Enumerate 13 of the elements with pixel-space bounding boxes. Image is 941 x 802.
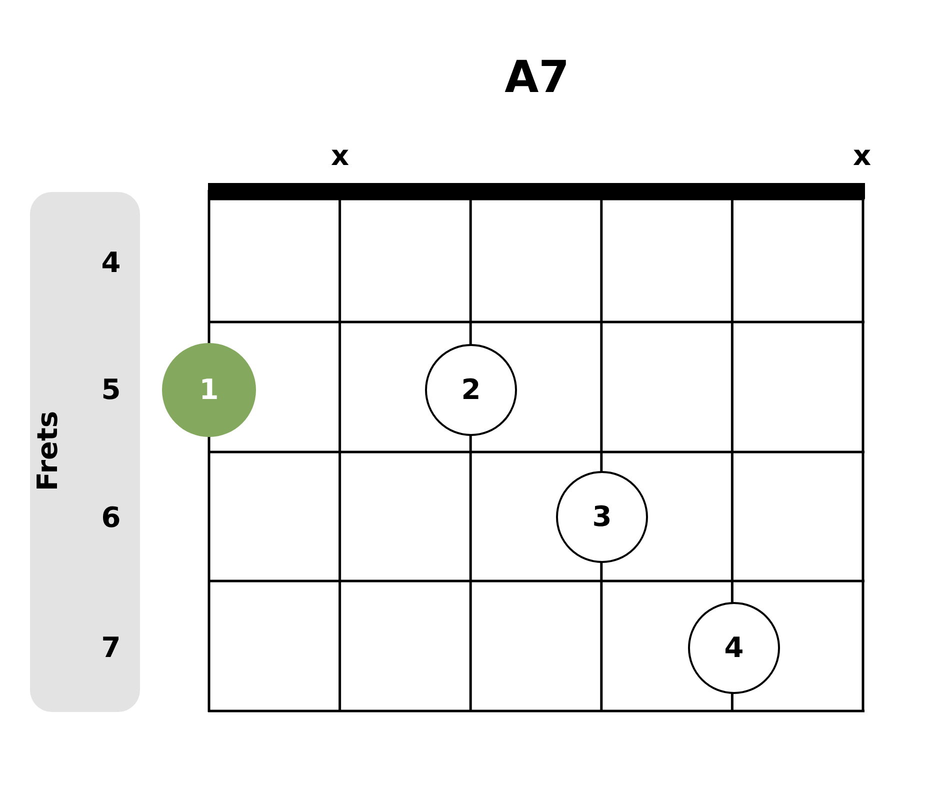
- finger-number: 3: [592, 503, 612, 531]
- muted-string-mark: x: [330, 140, 350, 172]
- axis-label: Frets: [31, 410, 65, 494]
- frets-panel: [30, 192, 140, 712]
- fret-number: 6: [100, 504, 122, 532]
- finger-number: 4: [724, 634, 744, 662]
- fret-number: 4: [100, 249, 122, 277]
- chord-title: A7: [504, 51, 570, 105]
- finger-number: 2: [461, 376, 481, 404]
- fret-number: 5: [100, 376, 122, 404]
- finger-number: 1: [199, 376, 219, 404]
- muted-string-mark: x: [852, 140, 872, 172]
- fret-number: 7: [100, 634, 122, 662]
